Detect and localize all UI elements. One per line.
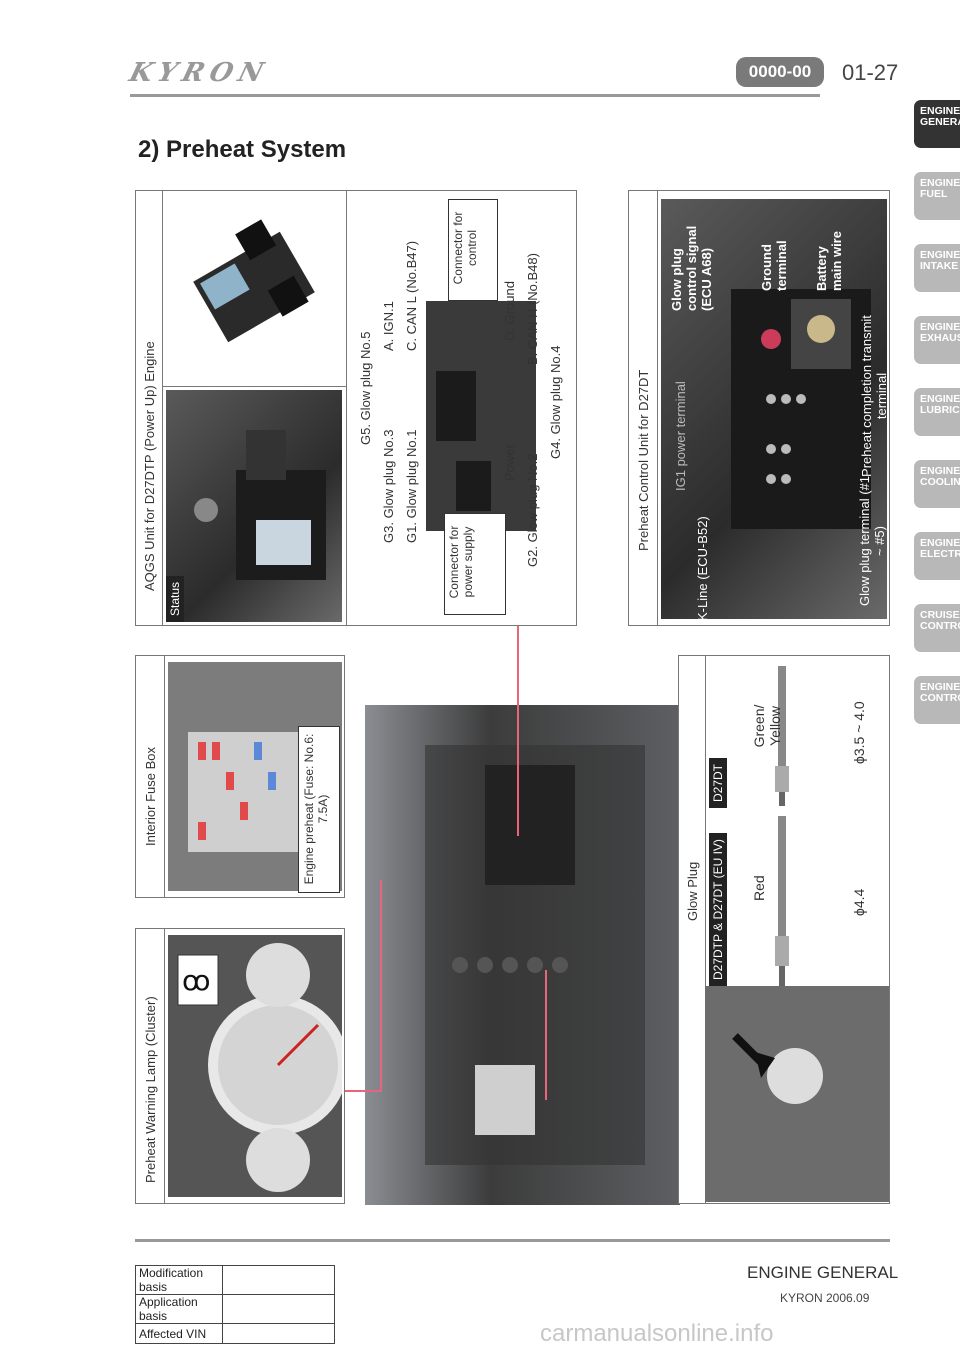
footer-subtitle: KYRON 2006.09 (780, 1291, 870, 1305)
cluster-photo: ꝏ (168, 935, 348, 1197)
pointer-line-aqgs (517, 626, 519, 836)
tab-engine-control[interactable]: ENGINECONTRO (914, 676, 960, 724)
status-label: Status (166, 575, 184, 622)
label-green-yellow: Green/ Yellow (751, 704, 783, 748)
modification-basis-value (222, 1265, 335, 1295)
tab-engine-exhaust[interactable]: ENGINEEXHAUST (914, 316, 960, 364)
aqgs-title: AQGS Unit for D27DTP (Power Up) Engine (142, 341, 157, 591)
label-d-ground: D. Ground (502, 281, 517, 341)
label-b-can-h: B. CAN H (No.B48) (525, 253, 540, 365)
glow-plug-red (775, 816, 789, 986)
label-glow-plug-terminal: Glow plug terminal (#1 ~ #5) (857, 475, 887, 607)
glow-plug-location-photo (705, 986, 889, 1202)
affected-vin-value (222, 1323, 335, 1344)
pcu-title: Preheat Control Unit for D27DT (636, 369, 651, 551)
tag-d27dt: D27DT (709, 757, 727, 808)
connector-control-label: Connector for control (448, 199, 498, 301)
pointer-line-lamp (345, 1090, 382, 1092)
svg-text:ꝏ: ꝏ (182, 964, 211, 997)
engine-bay-photo (365, 705, 680, 1205)
tab-engine-electric[interactable]: ENGINEELECTRI (914, 532, 960, 580)
tab-engine-lubrication[interactable]: ENGINELUBRICA (914, 388, 960, 436)
label-g5: G5. Glow plug No.5 (358, 331, 373, 445)
aqgs-panel: AQGS Unit for D27DTP (Power Up) Engine S… (135, 190, 577, 626)
label-battery-main-wire: Battery main wire (814, 231, 844, 291)
fusebox-panel: Interior Fuse Box Engine preheat (Fuse: … (135, 655, 345, 898)
label-g1: G1. Glow plug No.1 (404, 429, 419, 543)
tag-d27dtp: D27DTP & D27DT (EU IV) (709, 833, 727, 986)
pointer-line-glow (545, 970, 547, 1100)
modification-basis-label: Modification basis (135, 1265, 223, 1295)
kyron-logo: KYRON (125, 58, 273, 88)
aqgs-installed-photo (166, 390, 342, 622)
pointer-line-fuse (380, 880, 382, 1090)
tab-cruise-control[interactable]: CRUISECONTRO (914, 604, 960, 652)
modification-table: Modification basis Application basis Aff… (135, 1265, 335, 1344)
glow-plug-panel: Glow Plug D27DTP & D27DT (EU IV) D27DT R… (678, 655, 890, 1204)
label-preheat-completion: Preheat completion transmit terminal (859, 315, 889, 477)
pcu-photo (661, 199, 887, 619)
label-ground-terminal: Ground terminal (759, 240, 789, 291)
application-basis-label: Application basis (135, 1294, 223, 1324)
pcu-panel: Preheat Control Unit for D27DT IG1 power… (628, 190, 890, 626)
application-basis-value (222, 1294, 335, 1324)
tab-engine-cooling[interactable]: ENGINECOOLING (914, 460, 960, 508)
glow-plug-title: Glow Plug (685, 861, 700, 921)
section-code-badge: 0000-00 (736, 57, 824, 87)
label-dia-35-40: ϕ3.5 ~ 4.0 (851, 701, 867, 764)
aqgs-connector-diagram (426, 231, 536, 531)
glow-plug-green-yellow (775, 666, 789, 806)
label-a-ign1: A. IGN.1 (381, 301, 396, 351)
header-divider (130, 94, 820, 97)
fusebox-title: Interior Fuse Box (143, 747, 158, 846)
label-k-line: K-Line (ECU-B52) (695, 516, 710, 621)
label-g4: G4. Glow plug No.4 (548, 345, 563, 459)
footer-title: ENGINE GENERAL (747, 1263, 899, 1282)
label-c-can-l: C. CAN L (No.B47) (404, 240, 419, 351)
page-title: 2) Preheat System (138, 136, 347, 163)
connector-power-label: Connector for power supply (444, 513, 506, 615)
affected-vin-label: Affected VIN (135, 1323, 223, 1344)
label-g2: G2. Glow plug No.2 (525, 453, 540, 567)
label-power: Power (502, 444, 517, 481)
label-ig1-power-terminal: IG1 power terminal (673, 381, 688, 491)
label-glow-plug-control-signal: Glow plug control signal (ECU A68) (669, 225, 714, 311)
label-dia-44: ϕ4.4 (851, 888, 867, 916)
aqgs-unit-photo (166, 195, 342, 381)
page-number: 01-27 (842, 60, 899, 85)
label-g3: G3. Glow plug No.3 (381, 429, 396, 543)
engine-preheat-fuse-label: Engine preheat (Fuse: No.6: 7.5A) (298, 726, 340, 893)
watermark: carmanualsonline.info (540, 1320, 774, 1347)
warning-lamp-panel: Preheat Warning Lamp (Cluster) ꝏ (135, 928, 348, 1204)
warning-lamp-title: Preheat Warning Lamp (Cluster) (143, 996, 158, 1183)
label-red: Red (751, 875, 767, 901)
footer-divider (135, 1239, 890, 1242)
